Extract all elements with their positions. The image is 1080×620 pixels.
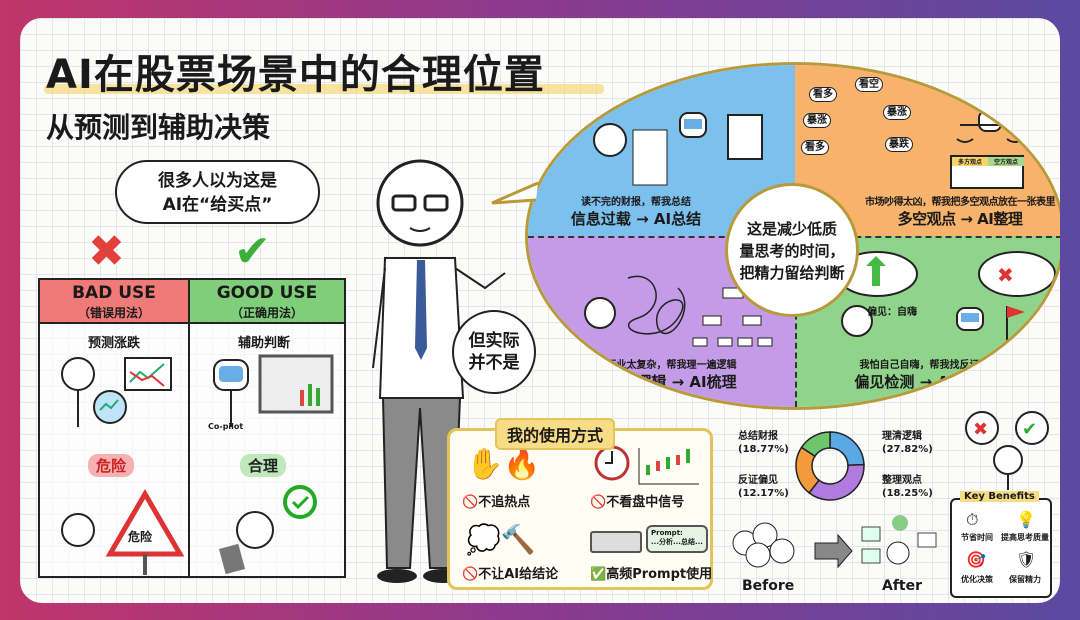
crystal-ball-illustration <box>61 357 172 427</box>
scale-robot-icon <box>956 110 1024 143</box>
copilot-robot-illustration <box>213 354 334 427</box>
quadrant-title: 信息过载 → AI总结 <box>570 210 702 228</box>
info-overload-illustration <box>593 112 763 186</box>
lightbulb-icon: 💡 <box>1016 510 1036 529</box>
copilot-label: Co-pilot <box>208 422 244 431</box>
ai-roles-circle: 读不完的财报，帮我总结 信息过载 → AI总结 市场吵得太凶，帮我把多空观点放在… <box>525 62 1060 410</box>
prohibited-icon: 🚫 <box>590 495 607 510</box>
presenter-stick-figure <box>372 159 506 583</box>
usage-donut-chart <box>795 431 865 501</box>
speech-tail <box>491 181 539 205</box>
bull-bear-table: 多方观点 空方观点 <box>950 155 1024 189</box>
center-line: 这是减少低质 <box>746 220 837 238</box>
quadrant-desc: 读不完的财报，帮我总结 <box>581 197 691 208</box>
bubble-line: AI在“给买点” <box>162 195 273 215</box>
target-icon: 🎯 <box>966 550 986 569</box>
bias-label: 偏见：自嗨 <box>867 307 917 318</box>
before-after-illustration <box>732 515 937 569</box>
crowd-bubble: 暴跌 <box>885 137 913 152</box>
benefit-item: 提高思考质量 <box>1001 533 1049 542</box>
page-title: AI在股票场景中的合理位置 <box>46 52 545 98</box>
crowd-bubble: 暴涨 <box>803 113 831 128</box>
key-benefits-title: Key Benefits <box>960 491 1039 502</box>
shield-icon: 🛡 <box>1016 550 1037 569</box>
red-x-icon: ✖ <box>88 226 125 277</box>
crowd-bubble: 看多 <box>801 140 829 155</box>
donut-label: 总结财报(18.77%) <box>738 431 789 455</box>
quadrant-counter-evidence: 我怕自己自嗨，帮我找反证 偏见检测 → AI反证 ✖ 偏见：自嗨 <box>795 236 1060 407</box>
usage-panel: ✋🔥 🚫不追热点 🚫不看盘中信号 💭🔨 🚫不让AI给结论 Prompt:...分… <box>447 428 713 590</box>
crowd-bubble: 看多 <box>809 87 837 102</box>
infographic-card: AI在股票场景中的合理位置 从预测到辅助决策 很多人以为这是 AI在“给买点” … <box>20 18 1060 603</box>
quadrant-title: 复杂逻辑 → AI梳理 <box>606 373 737 391</box>
bubble-line: 很多人以为这是 <box>158 171 277 191</box>
good-use-header: GOOD USE （正确用法） <box>190 280 344 324</box>
good-use-title: GOOD USE <box>216 283 318 303</box>
key-benefits-panel: ⏱ 💡 节省时间 提高思考质量 🎯 🛡 优化决策 保留精力 <box>950 498 1052 598</box>
prohibited-icon: 🚫 <box>462 495 479 510</box>
checkbox-icon: ✅ <box>590 567 607 582</box>
usage-item: ✅高频Prompt使用 <box>590 567 713 582</box>
keyboard-icon <box>590 531 642 553</box>
reply-line: 并不是 <box>468 353 520 373</box>
donut-slice-反证偏见 <box>800 431 831 458</box>
svg-text:✔: ✔ <box>1022 419 1037 440</box>
bad-use-caption: 预测涨跌 <box>87 336 140 351</box>
svg-text:✖: ✖ <box>973 419 988 440</box>
quadrant-desc: 我怕自己自嗨，帮我找反证 <box>859 360 980 371</box>
crowd-bubble: 暴涨 <box>883 105 911 120</box>
reply-bubble: 但实际 并不是 <box>452 310 536 394</box>
thinking-figure-illustration: ✖ ✔ <box>965 411 1049 490</box>
benefit-item: 节省时间 <box>961 533 993 542</box>
quadrant-title: 多空观点 → AI整理 <box>897 210 1023 228</box>
warning-sign-illustration <box>61 489 185 575</box>
quadrant-desc: 行业太复杂，帮我理一遍逻辑 <box>606 360 737 371</box>
bull-header: 多方观点 <box>952 157 988 166</box>
warning-sign-text: 危险 <box>128 530 153 544</box>
good-use-subtitle: （正确用法） <box>230 306 303 320</box>
after-label: After <box>882 578 923 594</box>
quadrant-title: 偏见检测 → AI反证 <box>854 373 985 391</box>
center-line: 把精力留给判断 <box>739 264 845 282</box>
column-divider <box>188 280 190 576</box>
benefit-item: 优化决策 <box>961 575 993 584</box>
before-label: Before <box>742 578 795 594</box>
svg-text:✖: ✖ <box>997 263 1014 287</box>
clock-candlestick-icon <box>594 445 699 485</box>
bear-header: 空方观点 <box>988 157 1024 166</box>
quadrant-organize: 市场吵得太凶，帮我把多空观点放在一张表里 多空观点 → AI整理 看多 看空 暴… <box>795 65 1060 236</box>
bad-use-title: BAD USE <box>72 283 156 303</box>
title-highlight <box>44 84 604 94</box>
usage-item: 🚫不看盘中信号 <box>590 495 685 510</box>
quadrant-desc: 市场吵得太凶，帮我把多空观点放在一张表里 <box>865 197 1056 208</box>
clock-icon: ⏱ <box>966 510 979 529</box>
misconception-bubble: 很多人以为这是 AI在“给买点” <box>115 160 320 224</box>
bad-use-subtitle: （错误用法） <box>77 306 150 320</box>
center-line: 量思考的时间， <box>739 242 845 260</box>
bad-use-header: BAD USE （错误用法） <box>40 280 188 324</box>
use-comparison-table: BAD USE （错误用法） GOOD USE （正确用法） 预测涨跌 辅助判断… <box>38 278 346 578</box>
prompt-bubble: Prompt:...分析...总结... <box>646 525 708 553</box>
donut-slice-总结财报 <box>829 431 865 467</box>
good-use-caption: 辅助判断 <box>237 336 290 351</box>
prohibited-icon: 🚫 <box>462 567 479 582</box>
center-message: 这是减少低质 量思考的时间， 把精力留给判断 <box>725 183 859 317</box>
crowd-bubble: 看空 <box>855 77 883 92</box>
hand-fire-icon: ✋🔥 <box>466 447 541 482</box>
donut-label: 整理观点(18.25%) <box>882 475 933 499</box>
page-subtitle: 从预测到辅助决策 <box>46 111 271 144</box>
tablet-user-illustration <box>218 485 317 575</box>
donut-label: 反证偏见(12.17%) <box>738 475 789 499</box>
thought-gavel-icon: 💭🔨 <box>466 523 536 556</box>
usage-item: 🚫不让AI给结论 <box>462 567 559 582</box>
benefit-item: 保留精力 <box>1009 575 1041 584</box>
danger-tag: 危险 <box>88 454 135 477</box>
donut-label: 理清逻辑(27.82%) <box>882 431 933 455</box>
usage-item: 🚫不追热点 <box>462 495 531 510</box>
green-check-icon: ✔ <box>234 226 271 277</box>
usage-title: 我的使用方式 <box>495 418 616 450</box>
reasonable-tag: 合理 <box>240 454 287 477</box>
reply-line: 但实际 <box>468 331 520 351</box>
